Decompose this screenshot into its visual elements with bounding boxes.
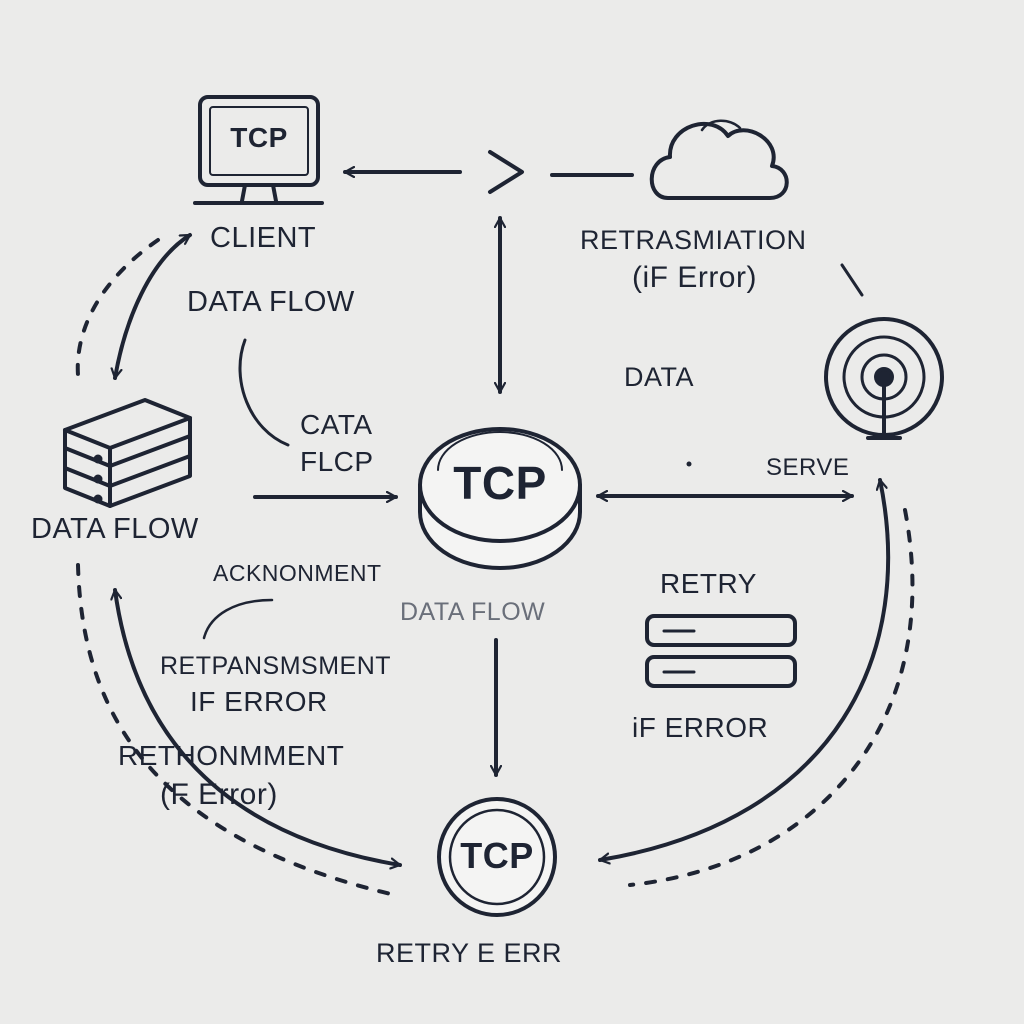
data-flow-top-label: DATA FLOW [187,286,355,318]
dashed-loop-right [628,508,915,887]
retry-label: RETRY [660,568,757,599]
data-label: DATA [624,362,695,392]
antenna-icon [824,317,944,440]
client-label: CLIENT [210,222,317,254]
retransmission-right-line2: (iF Error) [632,261,757,294]
retransmission-left-line2: IF ERROR [190,686,328,717]
acknowledgement-curve [202,598,274,640]
data-flow-left-label: DATA FLOW [31,513,199,545]
bottom-tcp-label: TCP [460,835,534,876]
retry-bottom-label: RETRY E ERR [376,938,563,968]
data-flow-center-label: DATA FLOW [400,598,546,626]
client-monitor-label: TCP [230,122,288,153]
server-label: SERVE [766,454,850,481]
cata-label: CATA [300,409,373,440]
client-db-arrow [115,233,192,380]
server-rack-icon [645,614,797,688]
retransmission-left-line1: RETPANSMSMENT [160,652,392,680]
cata-curve [238,338,290,447]
cloud-icon [649,119,789,200]
acknowledgement-label: ACKNONMENT [213,560,382,586]
tick-mark [840,263,864,297]
left-curved-arrow [115,588,402,865]
client-to-top-arrow [343,150,524,194]
dashed-loop-left [75,238,160,377]
bottom-tcp-circle [437,797,557,917]
dashed-loop-bottom-left [76,563,397,897]
rethonmment-line1: RETHONMMENT [118,740,345,771]
database-icon [63,398,192,508]
flcp-label: FLCP [300,446,374,477]
right-curved-arrow [598,478,891,860]
center-tcp-label: TCP [453,457,547,509]
if-error-label: iF ERROR [632,712,769,743]
dot-mark [686,461,692,467]
retransmission-right-line1: RETRASMIATION [580,225,807,255]
rethonmment-line2: (F Error) [160,778,278,811]
center-tcp-disk [418,427,582,570]
monitor-icon [193,95,324,205]
